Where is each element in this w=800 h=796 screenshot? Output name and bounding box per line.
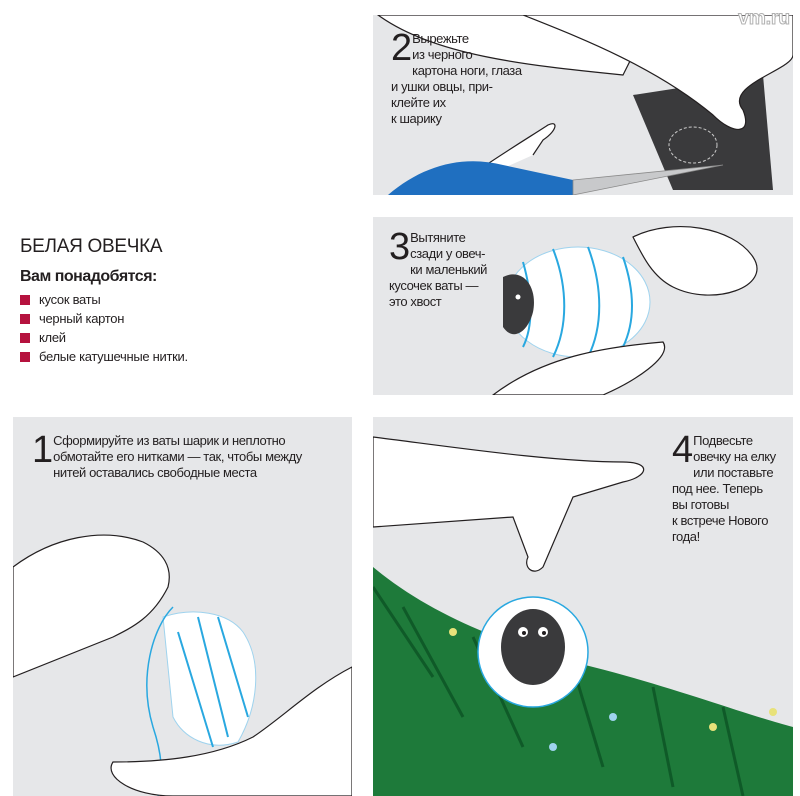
step-3-panel [373,217,793,395]
step-text: Сформируйте из ваты шарик и неплотно обм… [53,433,302,480]
list-item: кусок ваты [20,290,188,309]
item-label: белые катушечные нитки. [39,349,188,364]
item-label: клей [39,330,66,345]
item-label: кусок ваты [39,292,101,307]
step-text: Подвесьте овечку на елку или поставьте п… [672,433,776,544]
step-number: 1 [32,429,53,471]
step-4-panel [373,417,793,796]
list-item: черный картон [20,309,188,328]
sheep-tail-illustration [492,226,758,395]
bullet-icon [20,351,30,362]
page-title: БЕЛАЯ ОВЕЧКА [20,236,163,257]
fir-tree-sheep-illustration [373,436,793,796]
intro: БЕЛАЯ ОВЕЧКА Вам понадобятся: кусок ваты… [20,236,188,366]
step-2-panel [373,15,793,195]
step-number: 4 [672,429,693,471]
step-text: Вытяните сзади у овеч- ки маленький кусо… [389,230,488,309]
step-number: 3 [389,226,410,268]
step-text: Вырежьте из черного картона ноги, глаза … [391,31,522,126]
bullet-icon [20,332,30,343]
step-1-panel [13,417,352,796]
bullet-icon [20,313,30,324]
wrapping-thread-illustration [13,534,352,796]
list-item: белые катушечные нитки. [20,347,188,366]
watermark: vm.ru [738,8,791,30]
step-number: 2 [391,27,412,69]
list-item: клей [20,328,188,347]
bullet-icon [20,294,30,305]
materials-heading: Вам понадобятся: [20,268,157,285]
item-label: черный картон [39,311,125,326]
scissors-illustration [376,15,793,195]
